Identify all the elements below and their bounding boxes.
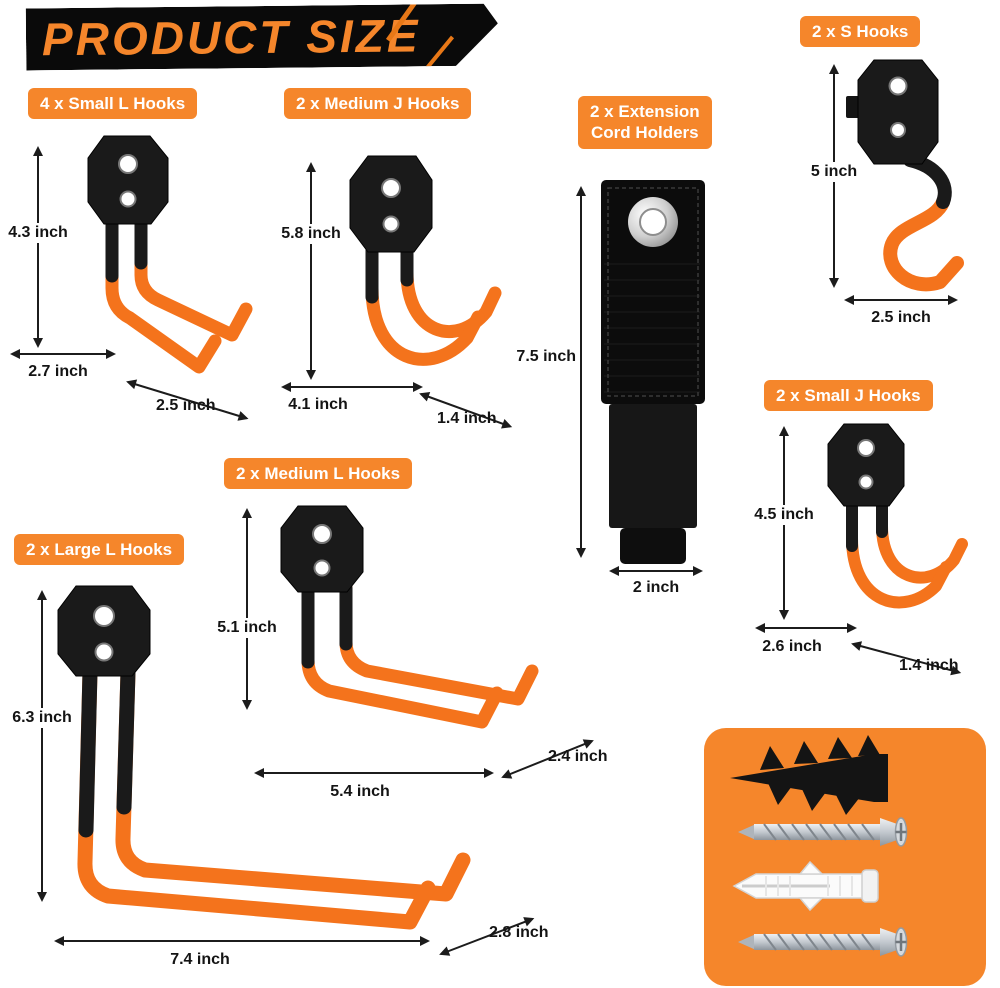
screw-hole [118, 154, 138, 174]
height-dimension-arrow [33, 146, 43, 348]
height-dimension-arrow [576, 186, 586, 558]
height-dimension-arrow [37, 590, 47, 902]
strap-tab [620, 528, 686, 564]
depth-dimension-label: 1.4 inch [899, 657, 959, 674]
product-label-line1: 2 x Extension [590, 102, 700, 121]
product-label: 2 x Large L Hooks [26, 540, 173, 559]
page-title: PRODUCT SIZE [41, 9, 421, 66]
height-dimension-label: 5.1 inch [214, 618, 280, 638]
mounting-hardware-panel [704, 728, 986, 986]
width-dimension-label: 2 inch [632, 579, 680, 596]
depth-dimension-label: 2.5 inch [156, 397, 216, 414]
product-label-badge: 2 x Small J Hooks [764, 380, 933, 412]
small-j-hook-image [827, 423, 968, 609]
product-label: 2 x Small J Hooks [776, 386, 921, 405]
width-dimension-arrow [609, 566, 703, 576]
product-label: 2 x S Hooks [812, 22, 909, 41]
height-dimension-arrow [306, 162, 316, 380]
hook-sleeve-black [78, 664, 98, 838]
strap-weave [604, 263, 700, 393]
height-dimension-label: 4.5 inch [751, 505, 817, 525]
large-l-hook-image [57, 585, 471, 930]
extension-cord-holder-image [601, 180, 705, 564]
product-label-badge: 4 x Small L Hooks [28, 88, 198, 120]
drywall-anchor-image [730, 735, 888, 815]
width-dimension-arrow [844, 295, 958, 305]
grommet-hole [639, 208, 667, 236]
screw-hole [890, 122, 906, 138]
mounting-plate [827, 423, 905, 507]
mounting-hardware-image [730, 735, 908, 958]
depth-dimension-label: 1.4 inch [437, 410, 497, 427]
mounting-plate [349, 155, 433, 253]
screw-hole [94, 642, 114, 662]
hook-prong-front [105, 213, 222, 374]
height-dimension-label: 5.8 inch [278, 224, 344, 244]
strap-top [601, 180, 705, 404]
screw-image [736, 926, 908, 958]
product-label: 4 x Small L Hooks [40, 94, 186, 113]
product-label-badge: 2 x Medium L Hooks [224, 458, 413, 490]
medium-l-hook-image [280, 505, 539, 729]
height-dimension-arrow [242, 508, 252, 710]
product-label-badge: 2 x S Hooks [800, 16, 921, 48]
crack-decoration [424, 36, 454, 71]
hook-prong-rear [134, 213, 253, 342]
medium-j-hook-image [349, 155, 502, 366]
product-label-badge: 2 x Extension Cord Holders [578, 96, 712, 149]
s-hook-image [846, 59, 964, 292]
width-dimension-arrow [54, 936, 430, 946]
width-dimension-label: 2.7 inch [28, 363, 88, 380]
hook-prong-front [365, 241, 485, 366]
product-label-badge: 2 x Large L Hooks [14, 534, 185, 566]
screw-hole [119, 190, 137, 208]
stitching [607, 187, 699, 397]
product-label-badge: 2 x Medium J Hooks [284, 88, 472, 120]
hook-curve-orange [883, 195, 964, 292]
mounting-plate [857, 59, 939, 165]
screw-hole [858, 474, 874, 490]
screw-hole [888, 76, 908, 96]
hook-prong-front [77, 664, 436, 930]
width-dimension-arrow [10, 349, 116, 359]
strap-velcro [609, 404, 697, 528]
hook-prong-rear [115, 664, 471, 902]
hook-prong-front [846, 496, 952, 609]
width-dimension-label: 2.6 inch [762, 638, 822, 655]
mounting-plate [57, 585, 151, 677]
width-dimension-arrow [755, 623, 857, 633]
hook-curve-black [903, 153, 952, 209]
width-dimension-arrow [281, 382, 423, 392]
screw-hole [312, 524, 332, 544]
width-dimension-label: 2.5 inch [871, 309, 931, 326]
depth-dimension-label: 2.4 inch [548, 748, 608, 765]
height-dimension-label: 7.5 inch [516, 348, 576, 365]
width-dimension-label: 5.4 inch [330, 783, 390, 800]
wall-plug-image [732, 860, 879, 912]
product-label: 2 x Medium L Hooks [236, 464, 401, 483]
product-label: 2 x Medium J Hooks [296, 94, 460, 113]
screw-hole [382, 215, 400, 233]
screw-hole [313, 559, 331, 577]
screw-hole [381, 178, 401, 198]
width-dimension-label: 4.1 inch [288, 396, 348, 413]
width-dimension-arrow [254, 768, 494, 778]
height-dimension-label: 5 inch [807, 162, 861, 182]
height-dimension-label: 6.3 inch [9, 708, 75, 728]
title-banner: PRODUCT SIZE [26, 4, 499, 71]
depth-dimension-label: 2.8 inch [489, 924, 549, 941]
mounting-plate [87, 135, 169, 225]
screw-image [736, 816, 908, 848]
hook-sleeve-black [116, 664, 136, 815]
small-l-hook-image [87, 135, 253, 374]
height-dimension-label: 4.3 inch [5, 223, 71, 243]
screw-hole [93, 605, 115, 627]
mounting-plate [280, 505, 364, 593]
product-label-line2: Cord Holders [590, 123, 699, 143]
width-dimension-label: 7.4 inch [170, 951, 230, 968]
screw-hole [857, 439, 875, 457]
plate-tab [846, 96, 860, 118]
